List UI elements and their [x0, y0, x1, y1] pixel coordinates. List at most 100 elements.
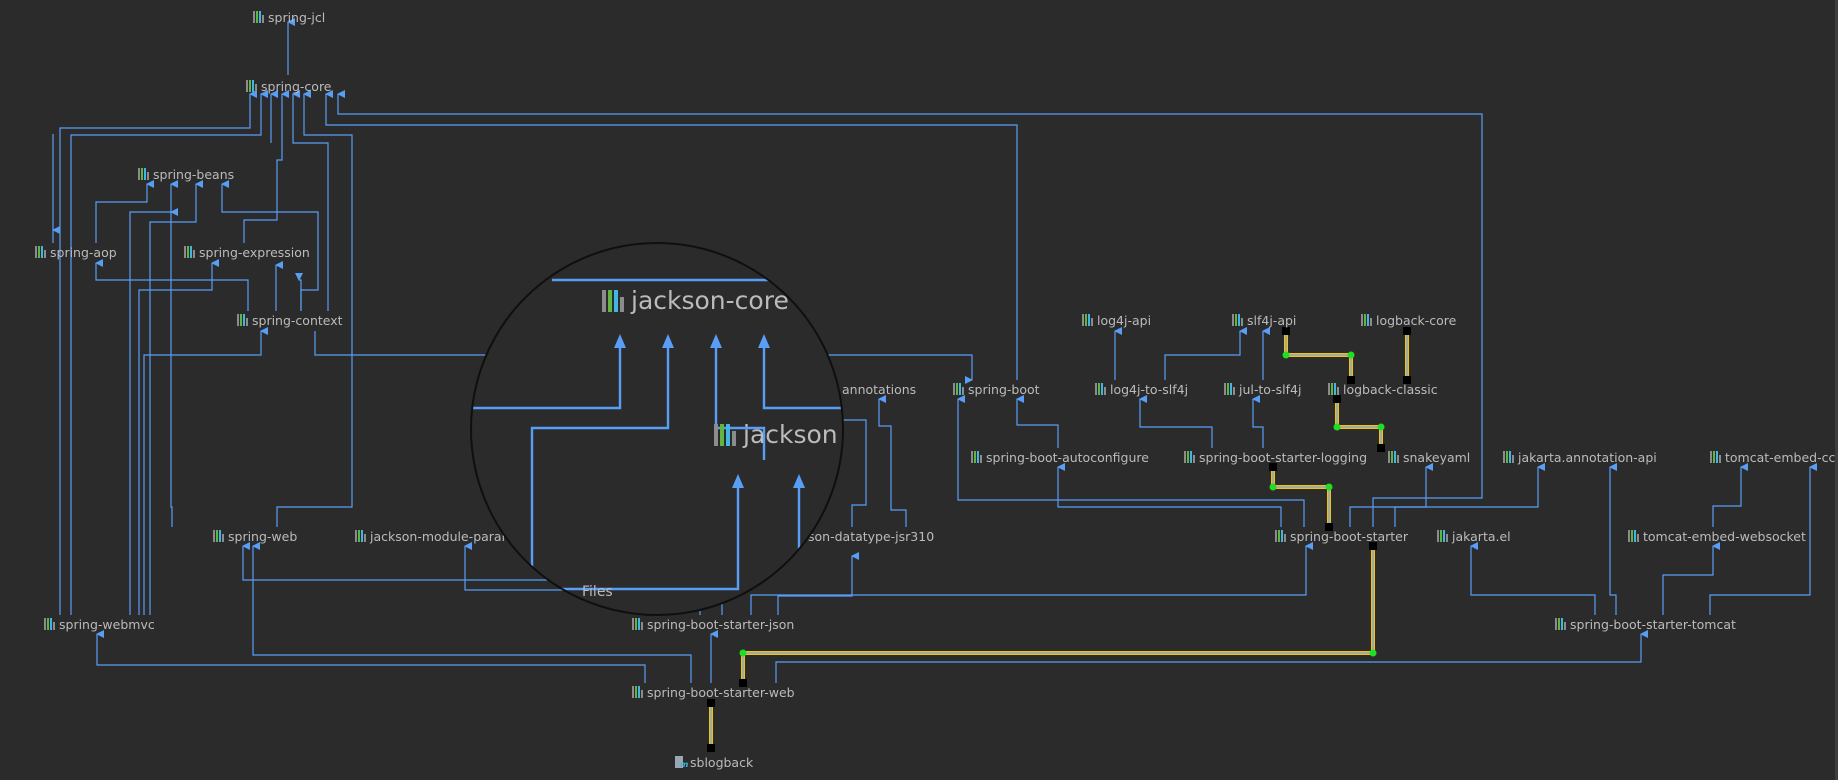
- highlighted-path-layer: [707, 327, 1411, 752]
- lens-node-jackson-databind[interactable]: jackson: [714, 420, 838, 449]
- dependency-edge[interactable]: [149, 180, 203, 615]
- edge-endpoint-handle[interactable]: [707, 699, 715, 707]
- dependency-edge[interactable]: [957, 395, 1305, 527]
- lens-node-jackson-core[interactable]: jackson-core: [602, 286, 789, 315]
- vertical-scrollbar[interactable]: [1835, 0, 1838, 780]
- highlighted-edge-outline: [1334, 399, 1384, 448]
- dependency-edge[interactable]: [95, 180, 154, 243]
- node-spring-expression[interactable]: spring-expression: [184, 243, 310, 261]
- node-spring-jcl[interactable]: spring-jcl: [253, 8, 325, 26]
- edge-bend-handle[interactable]: [1282, 351, 1290, 359]
- dependency-edge[interactable]: [70, 90, 268, 615]
- dependency-edge[interactable]: [96, 630, 646, 683]
- node-spring-context[interactable]: spring-context: [237, 311, 343, 329]
- node-log4j-to-slf4j[interactable]: log4j-to-slf4j: [1095, 380, 1188, 398]
- edge-bend-handle[interactable]: [1269, 483, 1277, 491]
- node-tomcat-embed-core[interactable]: tomcat-embed-cc: [1710, 448, 1835, 466]
- dependency-edge[interactable]: [138, 259, 219, 615]
- maven-module-icon: m: [675, 755, 688, 769]
- edge-bend-handle[interactable]: [1333, 423, 1341, 431]
- node-spring-boot-starter-json[interactable]: spring-boot-starter-json: [632, 615, 794, 633]
- node-jakarta.el[interactable]: jakarta.el: [1437, 527, 1511, 545]
- node-jackson-module-parameter-names[interactable]: jackson-module-paran: [355, 527, 510, 545]
- dependency-edge[interactable]: [1252, 395, 1264, 448]
- node-jakarta.annotation-api[interactable]: jakarta.annotation-api: [1503, 448, 1657, 466]
- node-spring-boot-starter-tomcat[interactable]: spring-boot-starter-tomcat: [1555, 615, 1736, 633]
- dependency-edge[interactable]: [59, 90, 257, 615]
- edge-bend-handle[interactable]: [1377, 423, 1385, 431]
- dependency-edge[interactable]: [1057, 463, 1282, 527]
- node-spring-aop[interactable]: spring-aop: [35, 243, 117, 261]
- node-label: spring-webmvc: [59, 616, 155, 632]
- node-jackson-datatype-jsr310[interactable]: son-datatype-jsr310: [808, 527, 934, 545]
- node-snakeyaml[interactable]: snakeyaml: [1388, 448, 1470, 466]
- dependency-edge[interactable]: [1349, 463, 1433, 527]
- dependency-edge[interactable]: [878, 395, 907, 527]
- node-label: tomcat-embed-websocket: [1643, 528, 1806, 544]
- dependency-edge[interactable]: [750, 542, 1313, 615]
- node-spring-web[interactable]: spring-web: [213, 527, 297, 545]
- dependency-edge[interactable]: [252, 542, 692, 683]
- edge-bend-handle[interactable]: [1369, 649, 1377, 657]
- node-label: jakarta.el: [1452, 528, 1511, 544]
- edge-endpoint-handle[interactable]: [1403, 376, 1411, 384]
- node-jackson-annotations[interactable]: annotations: [842, 380, 916, 398]
- node-logback-core[interactable]: logback-core: [1361, 311, 1456, 329]
- dependency-edge[interactable]: [337, 90, 1483, 527]
- dependency-edge[interactable]: [1470, 542, 1596, 615]
- node-logback-classic[interactable]: logback-classic: [1328, 380, 1438, 398]
- node-spring-boot[interactable]: spring-boot: [953, 380, 1040, 398]
- dependency-edge[interactable]: [1394, 463, 1545, 527]
- dependency-edge[interactable]: [143, 327, 268, 615]
- node-slf4j-api[interactable]: slf4j-api: [1232, 311, 1296, 329]
- node-log4j-api[interactable]: log4j-api: [1082, 311, 1151, 329]
- edge-endpoint-handle[interactable]: [739, 679, 747, 687]
- edge-endpoint-handle[interactable]: [1333, 395, 1341, 403]
- dependency-edge[interactable]: [276, 90, 353, 527]
- node-tomcat-embed-websocket[interactable]: tomcat-embed-websocket: [1628, 527, 1806, 545]
- dependency-edge[interactable]: [775, 630, 1648, 683]
- dependency-edge[interactable]: [1609, 463, 1617, 615]
- edge-endpoint-handle[interactable]: [1269, 463, 1277, 471]
- edge-endpoint-handle[interactable]: [1369, 542, 1377, 550]
- node-spring-boot-autoconfigure[interactable]: spring-boot-autoconfigure: [971, 448, 1149, 466]
- dependency-edge[interactable]: [1709, 463, 1817, 615]
- edge-endpoint-handle[interactable]: [1377, 444, 1385, 452]
- dependency-edge[interactable]: [221, 180, 319, 311]
- dependency-edge[interactable]: [170, 208, 178, 527]
- edge-bend-handle[interactable]: [1347, 351, 1355, 359]
- node-spring-boot-starter[interactable]: spring-boot-starter: [1275, 527, 1408, 545]
- edge-bend-handle[interactable]: [1325, 483, 1333, 491]
- node-label: spring-boot-starter-logging: [1199, 449, 1368, 465]
- edge-endpoint-handle[interactable]: [1325, 523, 1333, 531]
- edge-endpoint-handle[interactable]: [1282, 327, 1290, 335]
- node-jul-to-slf4j[interactable]: jul-to-slf4j: [1224, 380, 1301, 398]
- node-spring-webmvc[interactable]: spring-webmvc: [44, 615, 155, 633]
- dependency-edge[interactable]: [1016, 395, 1059, 448]
- edge-endpoint-handle[interactable]: [1347, 376, 1355, 384]
- dependency-edge[interactable]: [292, 90, 329, 311]
- dependency-edge[interactable]: [1164, 327, 1247, 380]
- node-spring-boot-starter-logging[interactable]: spring-boot-starter-logging: [1184, 448, 1367, 466]
- dependency-edge[interactable]: [95, 259, 249, 311]
- dependency-edge[interactable]: [1662, 542, 1720, 615]
- edge-endpoint-handle[interactable]: [1403, 327, 1411, 335]
- node-label: tomcat-embed-cc: [1725, 449, 1836, 465]
- dependency-edge[interactable]: [129, 180, 178, 615]
- node-spring-core[interactable]: spring-core: [246, 77, 332, 95]
- dependency-edge[interactable]: [243, 90, 289, 243]
- node-spring-boot-starter-web[interactable]: spring-boot-starter-web: [632, 683, 795, 701]
- dependency-edge[interactable]: [1139, 395, 1213, 448]
- dependency-edge[interactable]: [325, 90, 1018, 380]
- dependency-edge[interactable]: [1712, 463, 1748, 527]
- dependency-edge[interactable]: [816, 413, 867, 527]
- highlighted-edge-core: [742, 546, 1374, 683]
- highlighted-edge[interactable]: [1335, 399, 1383, 448]
- library-icon: [1232, 314, 1243, 326]
- node-spring-beans[interactable]: spring-beans: [138, 165, 234, 183]
- edge-bend-handle[interactable]: [739, 649, 747, 657]
- dependency-edge[interactable]: [777, 552, 859, 615]
- edge-endpoint-handle[interactable]: [707, 744, 715, 752]
